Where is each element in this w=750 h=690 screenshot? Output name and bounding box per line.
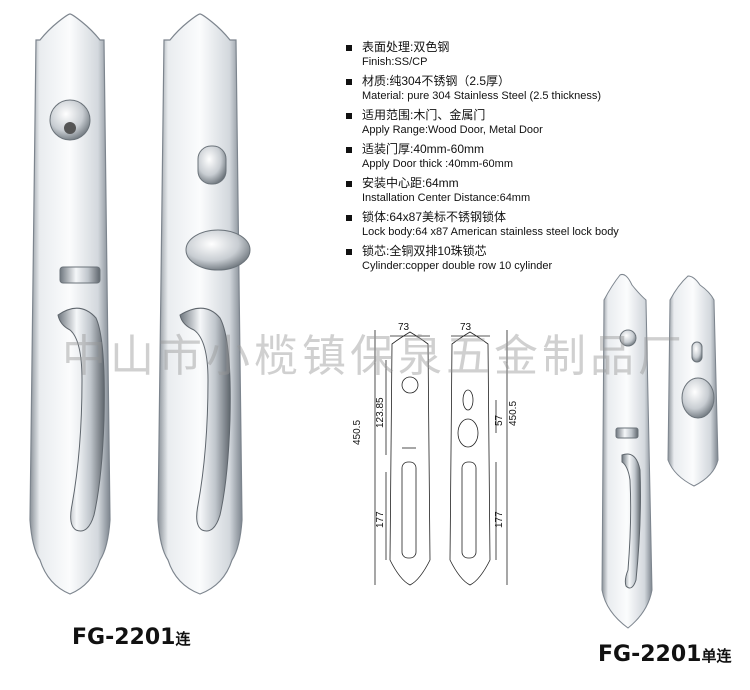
model-suffix: 连 bbox=[175, 630, 191, 648]
bullet-icon bbox=[346, 113, 352, 119]
dim-height-right: 450.5 bbox=[508, 400, 519, 426]
dim-center-left: 123.85 bbox=[375, 397, 386, 428]
bullet-icon bbox=[346, 249, 352, 255]
model-suffix: 单连 bbox=[701, 647, 732, 665]
small-lock-plate bbox=[601, 274, 653, 629]
model-code: FG-2201 bbox=[598, 642, 702, 667]
bullet-icon bbox=[346, 79, 352, 85]
dim-width-right: 73 bbox=[460, 322, 472, 333]
right-lock-plate bbox=[157, 13, 251, 595]
spec-item: 材质:纯304不锈钢（2.5厚）Material: pure 304 Stain… bbox=[344, 74, 744, 104]
small-inside-plate bbox=[667, 275, 719, 487]
dim-center-right: 57 bbox=[494, 414, 505, 426]
bullet-icon bbox=[346, 181, 352, 187]
dim-handle-right: 177 bbox=[494, 511, 505, 528]
left-lock-plate bbox=[29, 13, 111, 595]
bullet-icon bbox=[346, 45, 352, 51]
bullet-icon bbox=[346, 147, 352, 153]
model-label-main: FG-2201连 bbox=[72, 625, 190, 650]
dim-handle-left: 177 bbox=[375, 511, 386, 528]
dim-height-left: 450.5 bbox=[352, 419, 363, 445]
model-code: FG-2201 bbox=[72, 625, 176, 650]
model-label-small: FG-2201单连 bbox=[598, 642, 731, 667]
dim-width-left: 73 bbox=[398, 322, 410, 333]
watermark: 中山市小榄镇保泉五金制品厂 bbox=[62, 331, 686, 382]
bullet-icon bbox=[346, 215, 352, 221]
technical-drawing bbox=[374, 330, 508, 586]
